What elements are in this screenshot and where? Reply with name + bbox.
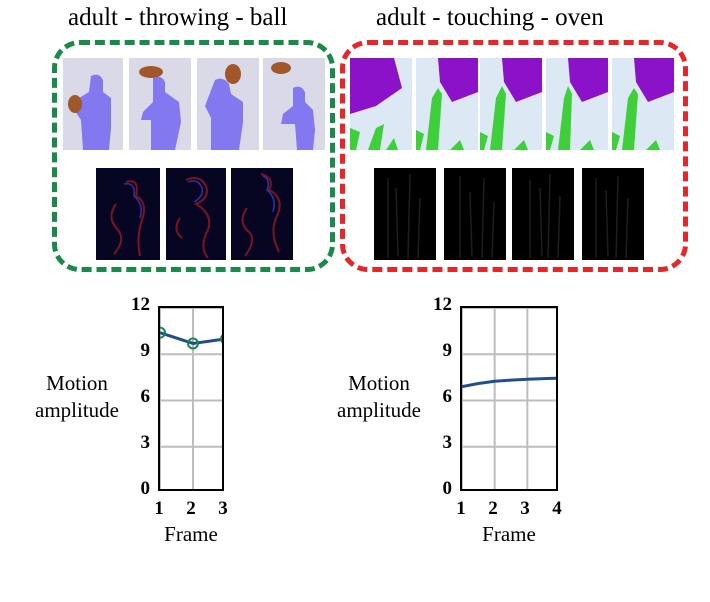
y-tick-label: 0 — [442, 478, 453, 499]
motion-map-4 — [582, 168, 644, 260]
y-tick-label: 12 — [131, 294, 150, 315]
motion-map-1 — [96, 168, 160, 260]
x-tick-label: 3 — [218, 498, 228, 519]
y-axis-label: Motion amplitude — [35, 371, 119, 422]
y-tick-label: 6 — [140, 386, 151, 407]
y-tick-label: 12 — [433, 294, 452, 315]
series-line — [160, 331, 222, 345]
x-tick-label: 2 — [488, 498, 498, 519]
chart-throwing: Motion amplitude 12 9 6 3 0 1 2 3 Frame — [0, 290, 340, 560]
y-tick-label: 9 — [442, 340, 453, 361]
segmentation-frame-1 — [350, 58, 412, 150]
data-point — [160, 326, 166, 339]
x-tick-label: 1 — [456, 498, 466, 519]
segmentation-frame-4 — [546, 58, 608, 150]
segmentation-frame-3 — [480, 58, 542, 150]
x-axis-label: Frame — [164, 522, 218, 546]
y-axis-label: Motion amplitude — [337, 371, 421, 422]
data-point — [187, 337, 199, 350]
plot-area — [460, 306, 558, 491]
x-tick-label: 3 — [520, 498, 530, 519]
motion-map-2 — [444, 168, 506, 260]
data-point — [220, 334, 222, 344]
x-tick-label: 1 — [154, 498, 164, 519]
x-tick-label: 4 — [552, 498, 562, 519]
motion-map-2 — [166, 168, 226, 260]
segmentation-frame-3 — [197, 58, 259, 150]
y-tick-label: 3 — [140, 432, 151, 453]
y-tick-label: 0 — [140, 478, 151, 499]
plot-svg — [160, 308, 222, 489]
motion-map-1 — [374, 168, 436, 260]
y-tick-label: 9 — [140, 340, 151, 361]
x-axis-label: Frame — [482, 522, 536, 546]
group-box-touching — [340, 40, 688, 272]
group-title-touching: adult - touching - oven — [376, 4, 604, 31]
y-tick-label: 6 — [442, 386, 453, 407]
segmentation-frame-2 — [416, 58, 478, 150]
group-box-throwing — [52, 40, 335, 272]
chart-touching: Motion amplitude 12 9 6 3 0 1 2 3 4 Fram… — [337, 290, 710, 560]
plot-area — [158, 306, 224, 491]
series-line — [462, 376, 556, 389]
segmentation-frame-4 — [263, 58, 325, 150]
y-tick-label: 3 — [442, 432, 453, 453]
segmentation-frame-1 — [63, 58, 123, 150]
group-title-throwing: adult - throwing - ball — [68, 4, 288, 31]
motion-map-3 — [231, 168, 293, 260]
x-tick-label: 2 — [186, 498, 196, 519]
motion-map-3 — [512, 168, 574, 260]
segmentation-frame-5 — [612, 58, 674, 150]
segmentation-frame-2 — [129, 58, 191, 150]
plot-svg — [462, 308, 556, 489]
